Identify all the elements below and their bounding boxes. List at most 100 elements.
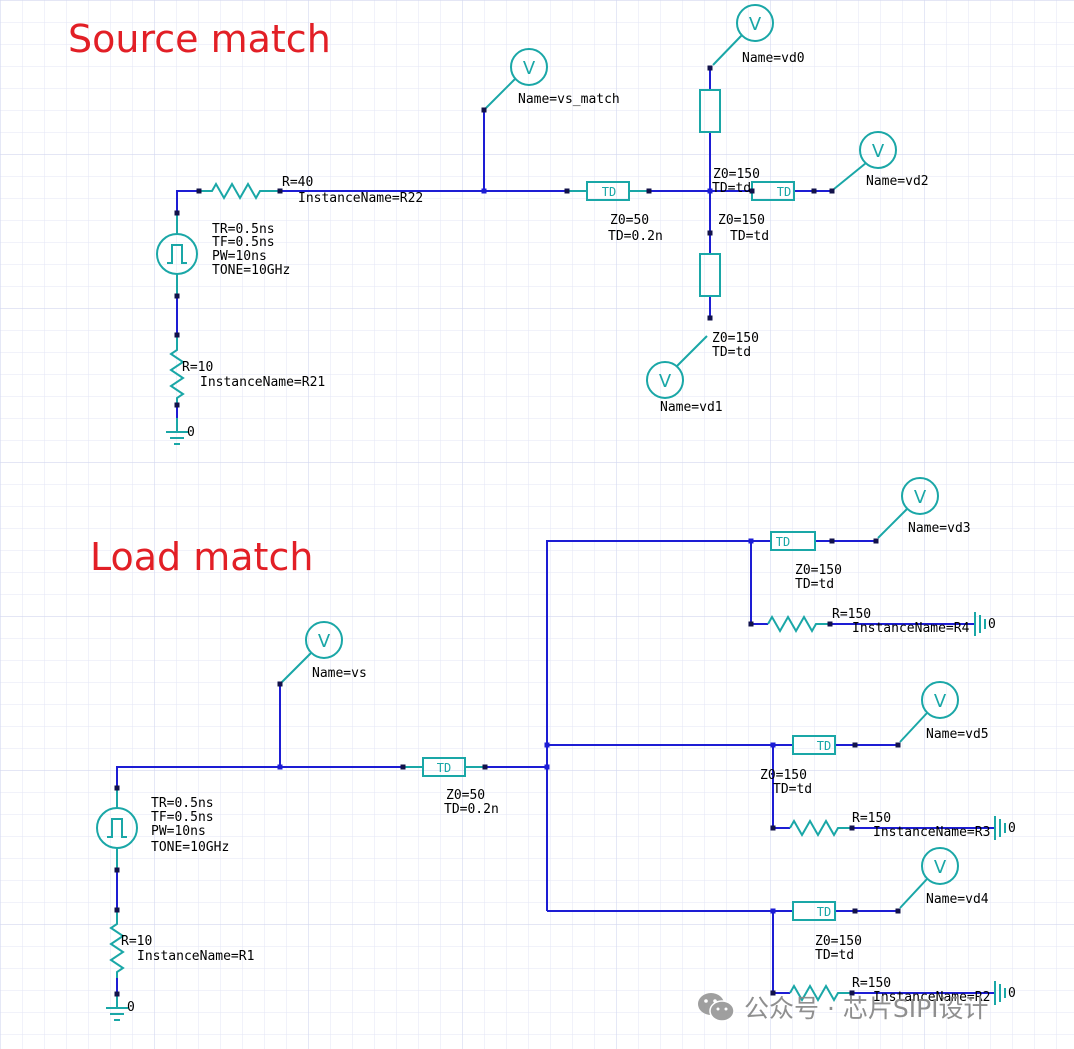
label-load-tline-main-z0: Z0=50 [446, 788, 485, 803]
watermark-text: 公众号 · 芯片SIPI设计 [744, 994, 989, 1023]
r1-resistor [109, 910, 125, 978]
label-branch2-td: TD=td [773, 782, 812, 797]
label-r2-ground: 0 [1008, 986, 1016, 1001]
branch3-tline-symbol: TD [817, 905, 831, 919]
label-r22-instance: InstanceName=R22 [298, 191, 423, 206]
probe-vd2-symbol: V [872, 141, 885, 162]
label-branch1-td: TD=td [795, 577, 834, 592]
label-r4-ground: 0 [988, 617, 996, 632]
label-r21-instance: InstanceName=R21 [200, 375, 325, 390]
heading-source-match: Source match [68, 17, 331, 61]
load-pulse-generator [96, 807, 138, 849]
label-load-src-tone: TONE=10GHz [151, 840, 229, 855]
probe-vd3 [901, 477, 939, 515]
load-match-circuit: TD TD TD TD V V V V Name=vs Name=vd3 Nam… [96, 477, 1016, 1021]
branch2-tline [792, 735, 836, 755]
watermark: 公众号 · 芯片SIPI设计 [696, 987, 989, 1027]
source-pulse-generator [156, 233, 198, 275]
label-branch3-td: TD=td [815, 948, 854, 963]
label-src-tone: TONE=10GHz [212, 263, 290, 278]
label-tline-main-z0: Z0=50 [610, 213, 649, 228]
probe-vd0-symbol: V [749, 14, 762, 35]
source-tline-main [586, 181, 630, 201]
label-r22-value: R=40 [282, 175, 313, 190]
label-load-src-tr: TR=0.5ns [151, 796, 214, 811]
probe-vd4-symbol: V [934, 857, 947, 878]
label-vd5: Name=vd5 [926, 727, 989, 742]
label-load-tline-main-td: TD=0.2n [444, 802, 499, 817]
label-branch1-z0: Z0=150 [795, 563, 842, 578]
label-load-ground: 0 [127, 1000, 135, 1015]
load-tline-main [422, 757, 466, 777]
source-pins [174, 65, 835, 408]
r3-resistor [789, 818, 852, 838]
label-vd4: Name=vd4 [926, 892, 989, 907]
label-r4-instance: InstanceName=R4 [852, 621, 970, 636]
label-src-pw: PW=10ns [212, 249, 267, 264]
label-r3-ground: 0 [1008, 821, 1016, 836]
probe-vd1-symbol: V [659, 371, 672, 392]
source-match-circuit: TD TD V V V V Name=vs_match Name=vd0 Nam… [156, 4, 929, 445]
probe-vd5 [921, 681, 959, 719]
r21-resistor [169, 335, 185, 405]
label-tline-up-td: TD=td [712, 181, 751, 196]
probe-vd0 [736, 4, 774, 42]
probe-vd1 [646, 361, 684, 399]
load-components [96, 477, 1006, 1021]
probe-vs_match [510, 48, 548, 86]
source-tline-up [699, 89, 721, 133]
label-tline-up-z0: Z0=150 [713, 167, 760, 182]
branch1-tline-symbol: TD [776, 535, 790, 549]
source-tline-main-symbol: TD [602, 185, 616, 199]
branch3-tline [792, 901, 836, 921]
label-tline-down-td: TD=td [712, 345, 751, 360]
label-r1-value: R=10 [121, 934, 152, 949]
label-vs: Name=vs [312, 666, 367, 681]
label-src-tr: TR=0.5ns [212, 222, 275, 237]
label-r3-instance: InstanceName=R3 [873, 825, 990, 840]
probe-vs_match-symbol: V [523, 58, 536, 79]
label-src-tf: TF=0.5ns [212, 235, 275, 250]
label-tline-down-z0: Z0=150 [712, 331, 759, 346]
load-pins [114, 538, 901, 997]
load-nodes [277, 538, 776, 914]
r4-resistor [767, 614, 830, 634]
probe-vd5-symbol: V [934, 691, 947, 712]
r22-resistor [199, 181, 280, 201]
probe-vd4 [921, 847, 959, 885]
load-wires [116, 540, 995, 994]
label-vs_match: Name=vs_match [518, 92, 620, 107]
probe-vs-symbol: V [318, 631, 331, 652]
label-tline-right-z0: Z0=150 [718, 213, 765, 228]
label-branch2-z0: Z0=150 [760, 768, 807, 783]
r2-resistor [789, 983, 852, 1003]
label-tline-right-td: TD=td [730, 229, 769, 244]
label-vd3: Name=vd3 [908, 521, 971, 536]
label-vd1: Name=vd1 [660, 400, 723, 415]
source-components [156, 4, 897, 445]
source-nodes [481, 188, 713, 194]
label-load-src-pw: PW=10ns [151, 824, 206, 839]
label-ground: 0 [187, 425, 195, 440]
branch2-tline-symbol: TD [817, 739, 831, 753]
probe-vs [305, 621, 343, 659]
branch1-tline [770, 531, 816, 551]
label-r1-instance: InstanceName=R1 [137, 949, 254, 964]
label-branch3-z0: Z0=150 [815, 934, 862, 949]
label-vd0: Name=vd0 [742, 51, 805, 66]
label-r4-value: R=150 [832, 607, 871, 622]
source-tline-right-symbol: TD [777, 185, 791, 199]
probe-vd2 [859, 131, 897, 169]
probe-vd3-symbol: V [914, 487, 927, 508]
label-r3-value: R=150 [852, 811, 891, 826]
label-r21-value: R=10 [182, 360, 213, 375]
label-r2-value: R=150 [852, 976, 891, 991]
wechat-icon [698, 993, 735, 1022]
load-tline-main-symbol: TD [437, 761, 451, 775]
label-vd2: Name=vd2 [866, 174, 929, 189]
label-load-src-tf: TF=0.5ns [151, 810, 214, 825]
source-tline-down [699, 253, 721, 297]
